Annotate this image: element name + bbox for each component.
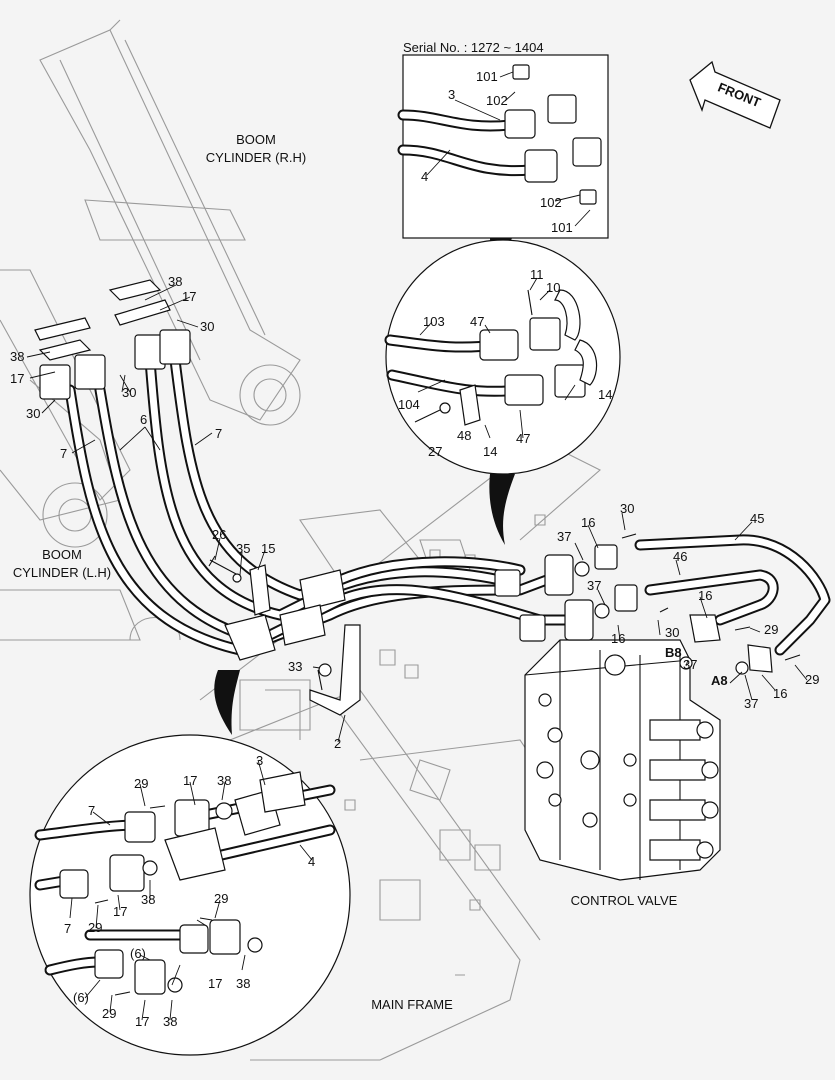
callout-10: 10 xyxy=(546,280,560,295)
callout-102: 102 xyxy=(540,195,562,210)
callout-30: 30 xyxy=(200,319,214,334)
valve-flanges[interactable] xyxy=(494,544,773,675)
boom-cylinder-rh-title-1: BOOM xyxy=(236,132,276,147)
callout-103: 103 xyxy=(423,314,445,329)
callout-37: 37 xyxy=(744,696,758,711)
callout-7: 7 xyxy=(64,921,71,936)
boom-cylinder-lh-title-2: CYLINDER (L.H) xyxy=(13,565,111,580)
bolts[interactable] xyxy=(208,533,801,691)
leader-lines xyxy=(26,71,808,1021)
callout-17: 17 xyxy=(208,976,222,991)
callout-17: 17 xyxy=(182,289,196,304)
callout-101: 101 xyxy=(476,69,498,84)
callout-6-ref: (6) xyxy=(130,946,146,961)
callout-47: 47 xyxy=(470,314,484,329)
callout-29: 29 xyxy=(88,920,102,935)
callout-45: 45 xyxy=(750,511,764,526)
callout-30: 30 xyxy=(26,406,40,421)
port-a8-label: A8 xyxy=(711,673,728,688)
callout-47: 47 xyxy=(516,431,530,446)
pipe-45[interactable] xyxy=(634,534,831,656)
callout-17: 17 xyxy=(135,1014,149,1029)
callout-14: 14 xyxy=(483,444,497,459)
callout-38: 38 xyxy=(10,349,24,364)
callout-38: 38 xyxy=(217,773,231,788)
callout-7: 7 xyxy=(215,426,222,441)
callout-102: 102 xyxy=(486,93,508,108)
part-callouts: 101 102 3 4 102 101 11 10 103 47 104 14 … xyxy=(10,69,819,1029)
callout-16: 16 xyxy=(698,588,712,603)
callout-26: 26 xyxy=(212,527,226,542)
callout-2: 2 xyxy=(334,736,341,751)
callout-30: 30 xyxy=(620,501,634,516)
boom-cylinder-rh-title-2: CYLINDER (R.H) xyxy=(206,150,306,165)
boom-cylinder-lh-outline xyxy=(0,269,181,641)
port-b8-label: B8 xyxy=(665,645,682,660)
callout-30: 30 xyxy=(665,625,679,640)
callout-37: 37 xyxy=(557,529,571,544)
callout-38: 38 xyxy=(141,892,155,907)
callout-14: 14 xyxy=(598,387,612,402)
main-frame-title: MAIN FRAME xyxy=(371,997,453,1012)
callout-29: 29 xyxy=(134,776,148,791)
callout-3: 3 xyxy=(256,753,263,768)
callout-4: 4 xyxy=(421,169,428,184)
callout-17: 17 xyxy=(113,904,127,919)
callout-104: 104 xyxy=(398,397,420,412)
callout-16: 16 xyxy=(773,686,787,701)
callout-35: 35 xyxy=(236,541,250,556)
callout-17: 17 xyxy=(10,371,24,386)
boom-end-fittings[interactable] xyxy=(34,279,191,400)
serial-number-title: Serial No. : 1272 ~ 1404 xyxy=(403,40,544,55)
callout-30: 30 xyxy=(122,385,136,400)
callout-29: 29 xyxy=(805,672,819,687)
callout-37: 37 xyxy=(683,657,697,672)
hose-clamps[interactable] xyxy=(224,564,346,661)
callout-38: 38 xyxy=(163,1014,177,1029)
callout-4: 4 xyxy=(308,854,315,869)
clamp-detail-inset[interactable] xyxy=(384,239,621,545)
callout-27: 27 xyxy=(428,444,442,459)
titles: BOOM CYLINDER (R.H) BOOM CYLINDER (L.H) … xyxy=(13,40,728,1012)
callout-7: 7 xyxy=(88,803,95,818)
pipe-46[interactable] xyxy=(644,569,779,626)
callout-29: 29 xyxy=(214,891,228,906)
callout-17: 17 xyxy=(183,773,197,788)
boom-connection-inset[interactable] xyxy=(29,670,351,1056)
control-valve-title: CONTROL VALVE xyxy=(571,893,678,908)
front-arrow-icon: FRONT xyxy=(689,60,781,129)
callout-48: 48 xyxy=(457,428,471,443)
callout-38: 38 xyxy=(236,976,250,991)
callout-16: 16 xyxy=(581,515,595,530)
callout-15: 15 xyxy=(261,541,275,556)
callout-38: 38 xyxy=(168,274,182,289)
callout-3: 3 xyxy=(448,87,455,102)
boom-cylinder-lh-title-1: BOOM xyxy=(42,547,82,562)
callout-6-ref: (6) xyxy=(73,990,89,1005)
callout-6: 6 xyxy=(140,412,147,427)
callout-16: 16 xyxy=(611,631,625,646)
support-bracket[interactable] xyxy=(309,624,361,716)
callout-46: 46 xyxy=(673,549,687,564)
callout-37: 37 xyxy=(587,578,601,593)
callout-33: 33 xyxy=(288,659,302,674)
control-valve[interactable] xyxy=(524,639,721,881)
callout-29: 29 xyxy=(764,622,778,637)
boom-cylinder-rh-outline xyxy=(39,19,301,426)
callout-7: 7 xyxy=(60,446,67,461)
callout-11: 11 xyxy=(530,267,544,282)
callout-29: 29 xyxy=(102,1006,116,1021)
callout-101: 101 xyxy=(551,220,573,235)
